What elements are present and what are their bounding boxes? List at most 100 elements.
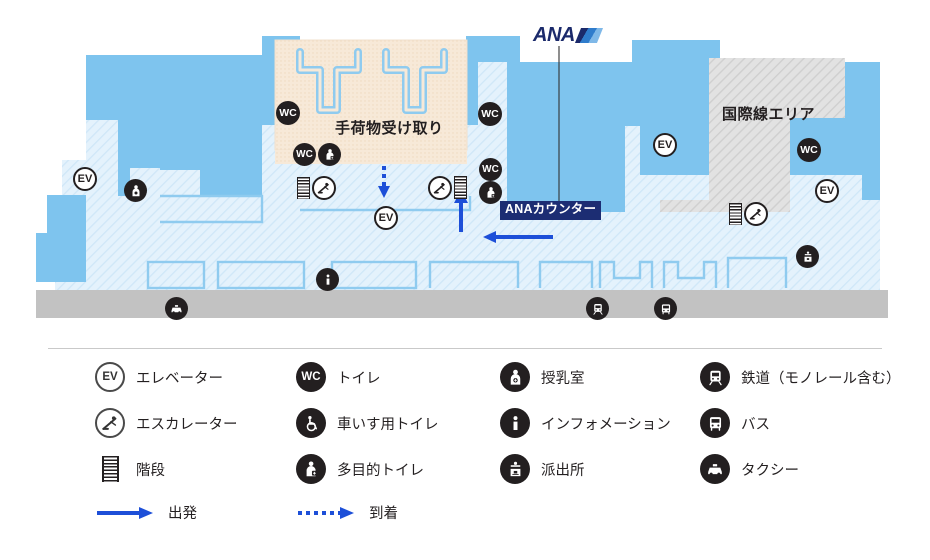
rail-glyph [708, 370, 722, 385]
map-pin-stairs-1[interactable] [297, 177, 310, 199]
map-pin-elevator-center[interactable]: EV [374, 206, 398, 230]
multipurpose-toilet-icon [326, 148, 334, 160]
multipurpose-toilet-icon [296, 454, 326, 484]
map-pin-multipurpose-toilet-2[interactable] [479, 181, 502, 204]
nursing-room-icon [500, 362, 530, 392]
legend-item-departure[interactable]: 出発 [95, 502, 197, 523]
legend-label: 鉄道（モノレール含む） [741, 370, 901, 387]
legend-label: 授乳室 [541, 370, 585, 387]
legend-label: 多目的トイレ [337, 462, 424, 479]
legend-item-stairs[interactable]: 階段 [95, 454, 165, 484]
legend-item-arrival[interactable]: 到着 [296, 502, 398, 523]
map-pin-elevator-right[interactable]: EV [815, 179, 839, 203]
map-pin-escalator-3[interactable] [744, 202, 768, 226]
legend-row-3: 階段 多目的トイレ [0, 454, 930, 500]
legend-item-taxi[interactable]: タクシー [700, 454, 799, 484]
dotted-arrow-glyph [298, 506, 354, 519]
escalator-glyph [102, 416, 117, 430]
legend-label: トイレ [337, 370, 381, 387]
legend-label: 階段 [136, 462, 165, 479]
pin-text: WC [481, 107, 499, 120]
map-pin-stairs-2[interactable] [454, 176, 467, 199]
legend-item-multipurpose-toilet[interactable]: 多目的トイレ [296, 454, 424, 484]
ana-swoosh-icon [574, 27, 603, 43]
pin-text: WC [800, 143, 818, 156]
escalator-icon [433, 182, 445, 194]
legend-item-information[interactable]: インフォメーション [500, 408, 671, 438]
map-pin-escalator-1[interactable] [312, 176, 336, 200]
map-pin-elevator-mid-right[interactable]: EV [653, 133, 677, 157]
map-pin-information[interactable] [316, 268, 339, 291]
map-pin-taxi[interactable] [165, 297, 188, 320]
map-pin-multipurpose-toilet-1[interactable] [318, 143, 341, 166]
map-pin-stairs-3[interactable] [729, 203, 742, 225]
map-pin-rail[interactable] [586, 297, 609, 320]
legend-label: タクシー [741, 462, 799, 479]
legend-item-police-box[interactable]: 派出所 [500, 454, 585, 484]
rail-icon [592, 303, 603, 315]
stairs-glyph [101, 456, 119, 482]
solid-arrow-icon [95, 503, 157, 523]
dotted-arrow-icon [296, 503, 358, 523]
pin-text: EV [819, 184, 835, 197]
legend-label: 到着 [369, 506, 398, 522]
escalator-icon [749, 208, 761, 220]
map-pin-toilet-3[interactable]: WC [478, 102, 502, 126]
legend-row-2: エスカレーター 車いす用トイレ [0, 408, 930, 454]
legend-label: 車いす用トイレ [337, 416, 439, 433]
map-pin-bus[interactable] [654, 297, 677, 320]
legend-item-elevator[interactable]: EV エレベーター [95, 362, 223, 392]
nursing-room-icon [132, 184, 139, 196]
taxi-icon [700, 454, 730, 484]
map-pin-toilet-2[interactable]: WC [293, 143, 316, 166]
map-pin-toilet-4[interactable]: WC [479, 158, 502, 181]
departure-left-arrow [483, 231, 553, 243]
taxi-glyph [708, 464, 722, 476]
arrival-flow-arrow [378, 166, 390, 198]
escalator-icon [95, 408, 125, 438]
police-box-glyph [510, 461, 520, 476]
legend-label: 出発 [168, 506, 197, 522]
legend-label: 派出所 [541, 462, 585, 479]
floor-map[interactable]: 手荷物受け取り 国際線エリア ANA ANAカウンター EV WC [0, 0, 930, 340]
information-icon [326, 274, 329, 285]
baggage-claim-label: 手荷物受け取り [335, 120, 444, 137]
legend-divider [48, 348, 882, 349]
pin-text: WC [279, 106, 297, 119]
escalator-icon [317, 182, 329, 194]
legend-label: エレベーター [136, 370, 223, 387]
legend-label: バス [741, 416, 770, 433]
taxi-icon [171, 305, 182, 314]
legend-item-bus[interactable]: バス [700, 408, 770, 438]
pin-text: EV [378, 211, 394, 224]
bus-icon [661, 303, 670, 314]
elevator-icon: EV [95, 362, 125, 392]
map-pin-nursing-room-left[interactable] [124, 179, 147, 202]
multipurpose-toilet-icon [487, 186, 495, 198]
legend-row-1: EV エレベーター WC トイレ [0, 362, 930, 408]
legend-item-toilet[interactable]: WC トイレ [296, 362, 381, 392]
legend-label: エスカレーター [136, 416, 238, 433]
map-pin-police-box[interactable] [796, 245, 819, 268]
legend-item-escalator[interactable]: エスカレーター [95, 408, 238, 438]
wheelchair-glyph [306, 415, 317, 431]
nursing-room-glyph [510, 369, 520, 385]
map-pin-escalator-2[interactable] [428, 176, 452, 200]
legend-item-nursing-room[interactable]: 授乳室 [500, 362, 585, 392]
wheelchair-toilet-icon [296, 408, 326, 438]
police-box-icon [500, 454, 530, 484]
stairs-icon [95, 454, 125, 484]
multipurpose-toilet-glyph [306, 461, 317, 476]
legend-item-rail[interactable]: 鉄道（モノレール含む） [700, 362, 901, 392]
pin-text: EV [77, 172, 93, 185]
legend-row-arrows: 出発 到着 [0, 500, 930, 544]
legend-item-wheelchair-toilet[interactable]: 車いす用トイレ [296, 408, 439, 438]
ana-counter-label[interactable]: ANAカウンター [500, 201, 602, 220]
information-glyph [513, 415, 517, 430]
map-pin-toilet-5[interactable]: WC [797, 138, 821, 162]
rail-icon [700, 362, 730, 392]
floor-map-svg [36, 36, 888, 318]
map-pin-elevator-left[interactable]: EV [73, 167, 97, 191]
pin-text: WC [296, 148, 313, 160]
map-pin-toilet-1[interactable]: WC [276, 101, 300, 125]
